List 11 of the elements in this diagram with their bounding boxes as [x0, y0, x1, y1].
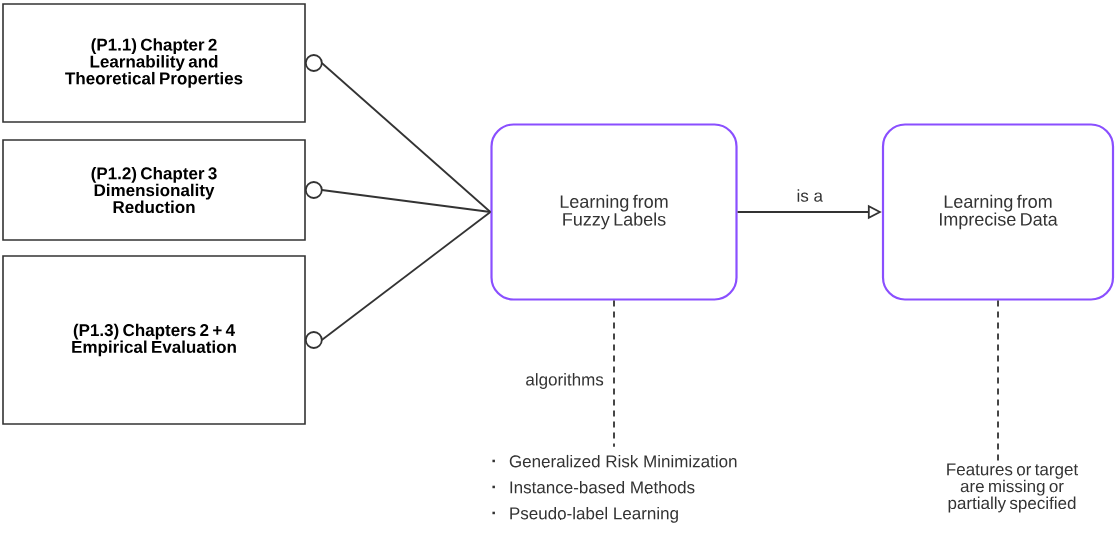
chapter-box: (P1.3) Chapters 2 + 4 Empirical Evaluation [2, 255, 306, 425]
chapter-box: (P1.1) Chapter 2 Learnability and Theoretical Properties [2, 3, 306, 123]
concept-box: Learning from Imprecise Data [881, 123, 1115, 301]
concept-box: Learning from Fuzzy Labels [490, 123, 738, 301]
edge-label: algorithms [523, 371, 606, 391]
connector [997, 299, 999, 463]
chapter-box: (P1.2) Chapter 3 Dimensionality Reduction [2, 139, 306, 241]
connector [613, 299, 615, 448]
bullet-list: Generalized Risk Minimization Instance-based Methods Pseudo-label Learning [492, 454, 737, 523]
note-text: Features or target are missing or partially specified [947, 463, 1079, 513]
edge-label: is a [794, 187, 825, 204]
